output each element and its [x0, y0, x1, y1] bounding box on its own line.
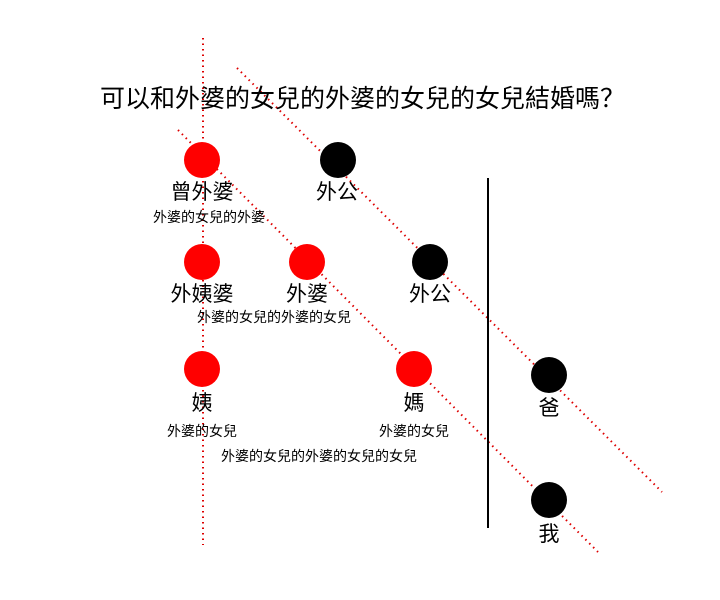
- great-aunt-name: 外姨婆: [170, 282, 234, 306]
- aunt-name: 姨: [191, 391, 213, 415]
- great-aunt-node: [184, 244, 220, 280]
- mother-name: 媽: [403, 391, 425, 415]
- grandmother-node: [289, 244, 325, 280]
- diagonal-guide-line-lower: [177, 129, 599, 553]
- me-node: [531, 482, 567, 518]
- diagonal-guide-line-upper: [236, 67, 663, 493]
- mother-node: [396, 351, 432, 387]
- mother-relation: 外婆的女兒: [379, 424, 449, 440]
- row3-relation-label: 外婆的女兒的外婆的女兒的女兒: [221, 449, 417, 465]
- aunt-relation: 外婆的女兒: [167, 424, 237, 440]
- father-name: 爸: [538, 396, 560, 420]
- me-name: 我: [538, 522, 560, 546]
- great-grandmother-node: [184, 142, 220, 178]
- great-grandfather-name: 外公: [316, 180, 358, 204]
- aunt-node: [184, 351, 220, 387]
- great-grandfather-node: [320, 142, 356, 178]
- grandmother-name: 外婆: [286, 282, 328, 306]
- row2-relation-label: 外婆的女兒的外婆的女兒: [197, 310, 351, 326]
- great-grandmother-relation: 外婆的女兒的外婆: [153, 210, 265, 226]
- great-grandmother-name: 曾外婆: [170, 180, 234, 204]
- grandfather-node: [412, 244, 448, 280]
- grandfather-name: 外公: [409, 282, 451, 306]
- question-title: 可以和外婆的女兒的外婆的女兒的女兒結婚嗎？: [100, 84, 626, 113]
- father-node: [531, 357, 567, 393]
